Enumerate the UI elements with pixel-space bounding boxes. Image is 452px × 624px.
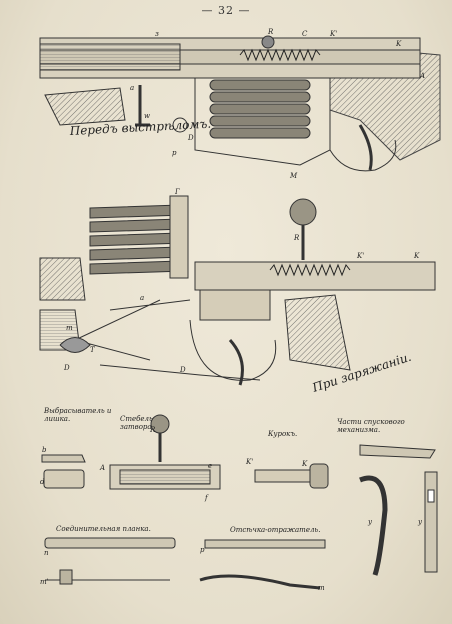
svg-text:m': m' [40,578,49,586]
svg-text:b: b [42,446,47,454]
svg-text:a: a [130,84,134,92]
svg-text:D: D [179,366,186,374]
svg-text:K: K [413,252,420,260]
svg-text:T: T [90,346,96,354]
svg-text:y: y [417,518,423,526]
cutoff-label: Отсѣчка-отражатель. [230,526,321,534]
svg-text:A: A [99,464,105,472]
cocking-piece-label: Курокъ. [268,430,298,438]
svg-text:т: т [66,324,73,332]
svg-text:R: R [267,28,274,36]
figure2-rifle-section [39,195,436,386]
ejector-label: Выбрасыватель и лишка. [44,407,112,423]
page-number: — 32 — [201,4,251,17]
svg-text:K: K [301,460,308,468]
svg-text:Г: Г [174,188,180,196]
svg-text:d: d [40,478,45,486]
svg-text:D: D [63,364,70,372]
svg-text:R: R [293,234,300,242]
svg-text:A: A [419,72,425,80]
svg-text:M: M [289,172,298,180]
svg-text:w: w [144,112,150,120]
svg-text:K': K' [329,30,337,38]
svg-text:K': K' [356,252,364,260]
figure1-letters: з R C K' K A a w D M p [130,28,425,180]
svg-text:n: n [44,549,49,557]
svg-text:p: p [172,149,177,157]
svg-text:K': K' [245,458,253,466]
svg-text:e: e [208,462,212,470]
svg-text:a: a [140,294,144,302]
svg-text:з: з [155,30,159,38]
svg-text:R: R [149,426,156,434]
parts-letters: b d R A e f K' K y y n p m m' [40,426,423,592]
figure1-rifle-section [39,35,441,172]
svg-text:m: m [318,584,325,592]
svg-text:p: p [200,546,205,554]
svg-text:C: C [302,30,308,38]
trigger-parts-label: Части спускового механизма. [337,418,405,434]
parts-drawings [41,414,438,590]
svg-text:D: D [187,134,194,142]
bolt-stem-label: Стебель затвора [120,415,153,431]
connector-label: Соединительная планка. [56,525,151,533]
figure2-letters: Г R K' K D a т T D [63,188,420,374]
svg-text:f: f [204,494,209,502]
svg-text:K: K [395,40,402,48]
svg-text:y: y [367,518,373,526]
